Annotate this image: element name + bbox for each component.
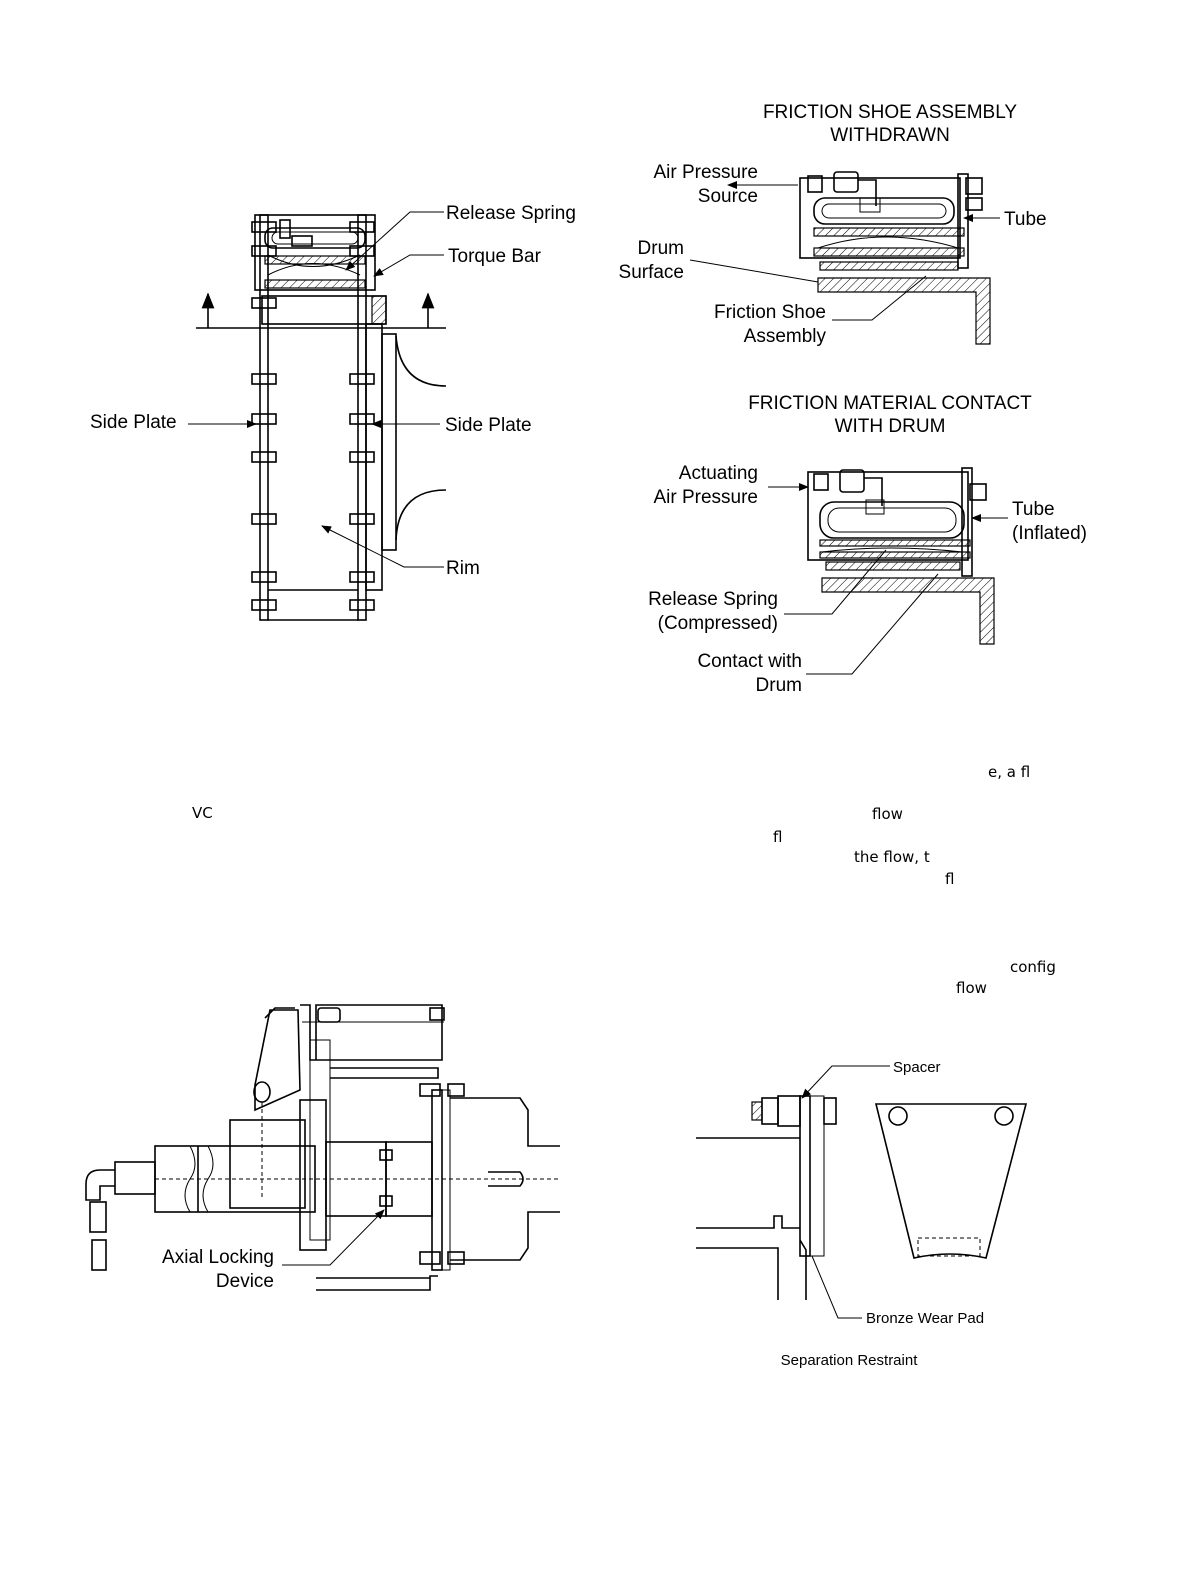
shaft-assembly-figure: Axial Locking Device [85, 1004, 560, 1292]
label-axial-locking-2: Device [216, 1271, 274, 1292]
fragment-the-flow: the flow, t [854, 848, 930, 866]
clutch-cross-section-figure: Release Spring Torque Bar Side Plate Sid… [90, 203, 576, 621]
fragment-ea: e, a fl [988, 763, 1030, 781]
label-bronze-wear-pad: Bronze Wear Pad [866, 1310, 984, 1327]
drum-surface [817, 277, 991, 345]
restraint-plate-face [874, 1103, 1028, 1259]
drum [821, 577, 995, 645]
bolt-hole-right [994, 1106, 1014, 1126]
label-tube: Tube [1004, 209, 1047, 230]
bolt-head [751, 1101, 763, 1121]
label-contact-1: Contact with [697, 651, 802, 672]
label-release-spring-2: (Compressed) [658, 613, 778, 634]
tube-shape [264, 227, 366, 249]
contact-title-2: WITH DRUM [835, 416, 946, 437]
label-torque-bar: Torque Bar [448, 246, 542, 267]
shoe-housing [799, 177, 961, 259]
separation-restraint-figure: Spacer Bronze Wear Pad Separation Restra… [696, 1059, 1028, 1369]
shoe-contact-figure: FRICTION MATERIAL CONTACT WITH DRUM Actu… [648, 393, 1087, 696]
left-side-plate [259, 214, 269, 621]
torque-bar-block [261, 295, 387, 325]
label-drum-1: Drum [638, 238, 684, 259]
flange-plate [431, 1089, 443, 1271]
label-axial-locking-1: Axial Locking [162, 1247, 274, 1268]
caption-separation-restraint: Separation Restraint [781, 1352, 919, 1369]
fragment-vc: VC [192, 804, 213, 822]
withdrawn-title-1: FRICTION SHOE ASSEMBLY [763, 102, 1017, 123]
shoe-withdrawn-figure: FRICTION SHOE ASSEMBLY WITHDRAWN Air Pre… [619, 102, 1047, 347]
label-side-plate-right: Side Plate [445, 415, 532, 436]
label-friction-shoe-2: Assembly [744, 326, 827, 347]
fragment-config: config [1010, 958, 1056, 976]
label-actuating-2: Air Pressure [653, 487, 758, 508]
bolt-column-left [251, 221, 277, 611]
bolt-column-right [349, 221, 375, 611]
label-drum-2: Surface [619, 262, 684, 283]
friction-material [825, 561, 961, 571]
restraint-plate [799, 1095, 811, 1257]
label-friction-shoe-1: Friction Shoe [714, 302, 826, 323]
lever-arm [254, 1009, 301, 1112]
tube-inflated-shape [819, 501, 965, 539]
fragment-flow-1: flow [872, 805, 903, 823]
air-fitting [114, 1161, 156, 1195]
bolt-hole-left [888, 1106, 908, 1126]
label-tube-2: (Inflated) [1012, 523, 1087, 544]
label-release-spring: Release Spring [446, 203, 576, 224]
label-contact-2: Drum [756, 675, 802, 696]
label-side-plate-left: Side Plate [90, 412, 177, 433]
fragment-fl-2: fl [945, 870, 954, 888]
label-release-spring-1: Release Spring [648, 589, 778, 610]
label-rim: Rim [446, 558, 480, 579]
wear-pad-outline [917, 1237, 981, 1257]
friction-shoe [819, 261, 959, 271]
tube-shape [813, 197, 955, 225]
label-spacer: Spacer [893, 1059, 941, 1076]
shoe-housing [807, 471, 969, 561]
hub-left [325, 1141, 387, 1217]
shoe-housing [254, 214, 376, 291]
withdrawn-title-2: WITHDRAWN [830, 125, 950, 146]
label-tube-1: Tube [1012, 499, 1055, 520]
contact-title-1: FRICTION MATERIAL CONTACT [748, 393, 1032, 414]
housing-body [229, 1119, 306, 1209]
label-actuating-1: Actuating [679, 463, 758, 484]
text-fragments: e, a fl VC flow fl the flow, t fl config… [192, 763, 1056, 997]
right-side-plate [357, 214, 367, 621]
label-air-pressure-1: Air Pressure [653, 162, 758, 183]
label-air-pressure-2: Source [698, 186, 758, 207]
fragment-flow-2: flow [956, 979, 987, 997]
fragment-fl-1: fl [773, 828, 782, 846]
